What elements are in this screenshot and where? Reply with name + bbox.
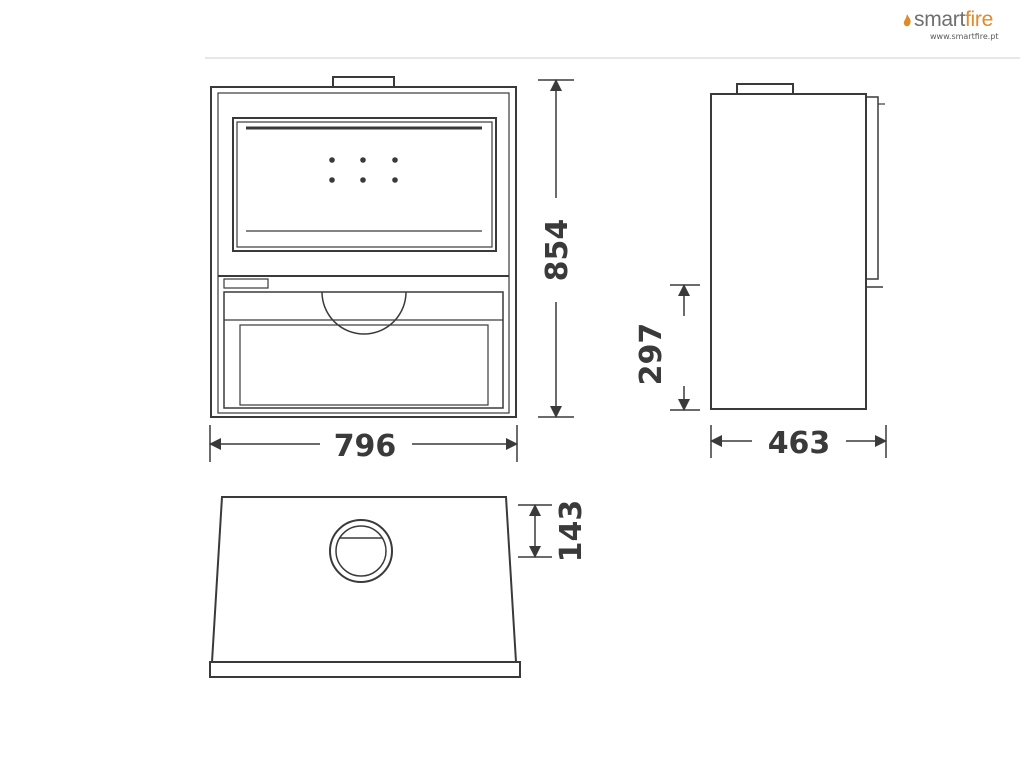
front-view bbox=[210, 76, 517, 418]
glass-door-outer bbox=[232, 117, 497, 252]
vent-hole bbox=[329, 177, 335, 183]
stove-top-outline bbox=[210, 496, 518, 663]
dimension-lines bbox=[209, 79, 887, 558]
top-view bbox=[209, 496, 521, 678]
flue-outlet-outer bbox=[329, 519, 393, 583]
flue-outlet-inner bbox=[335, 525, 387, 577]
flame-icon bbox=[903, 14, 911, 27]
dimension-outlet-height-label: 297 bbox=[634, 323, 669, 386]
stove-inner-frame bbox=[217, 92, 510, 414]
vent-hole bbox=[360, 177, 366, 183]
glass-door-inner bbox=[236, 121, 493, 248]
vent-hole bbox=[392, 157, 398, 163]
stove-body-side bbox=[710, 93, 867, 410]
flue-collar-front bbox=[332, 76, 395, 88]
flue-spigot-rear bbox=[321, 291, 407, 335]
dimension-flue-offset-label: 143 bbox=[554, 500, 589, 563]
brand-name: smartfire bbox=[914, 8, 993, 31]
brand-logo: smartfire www.smartfire.pt bbox=[896, 6, 1020, 46]
side-view bbox=[710, 83, 885, 410]
log-store-opening bbox=[239, 324, 489, 406]
flue-collar-side bbox=[736, 83, 794, 95]
vent-hole bbox=[329, 157, 335, 163]
vent-hole bbox=[392, 177, 398, 183]
door-profile bbox=[865, 96, 879, 280]
vent-hole bbox=[360, 157, 366, 163]
stove-body-front bbox=[210, 86, 517, 418]
dimension-height-label: 854 bbox=[540, 219, 575, 282]
log-store-frame bbox=[223, 291, 504, 409]
dimension-width-label: 796 bbox=[334, 429, 397, 464]
dimension-depth-label: 463 bbox=[768, 426, 831, 461]
side-plate bbox=[223, 278, 269, 289]
brand-url: www.smartfire.pt bbox=[930, 32, 999, 41]
air-vent-holes bbox=[329, 157, 398, 183]
stove-front-lip bbox=[209, 661, 521, 678]
